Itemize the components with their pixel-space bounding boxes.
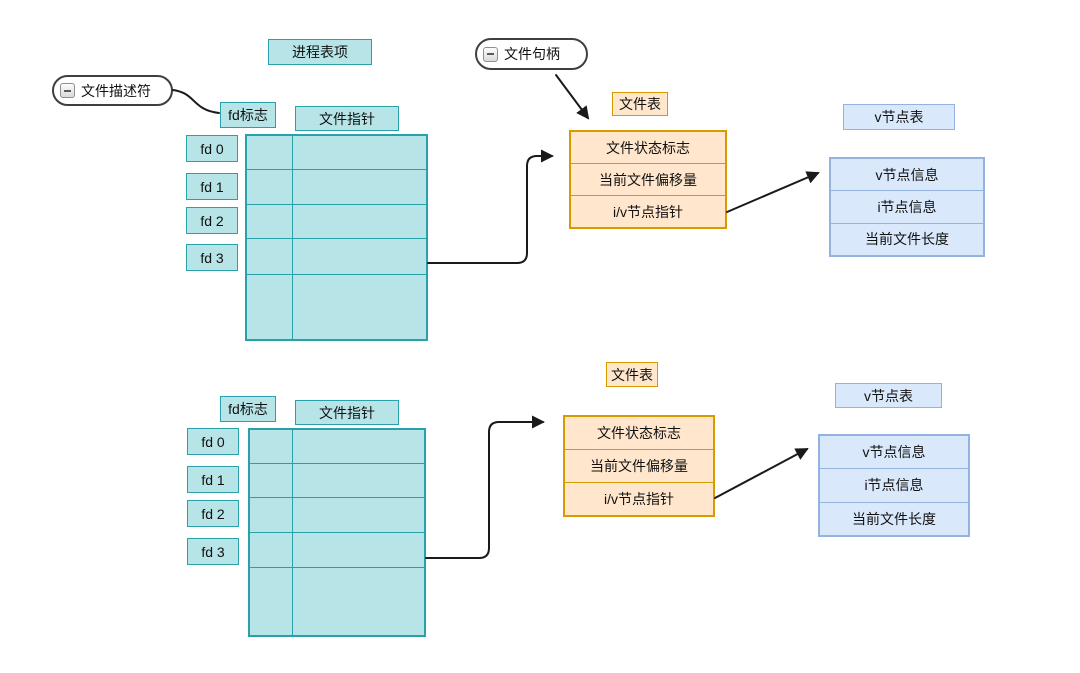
fd1-label: fd 1	[186, 173, 238, 200]
vnode-table-row: i节点信息	[819, 468, 969, 503]
filetable-to-vnode-arrow-top	[726, 171, 820, 213]
fd3-to-filetable-connector-bottom	[425, 415, 545, 559]
process-fd-table	[248, 428, 426, 637]
file-table-row: 当前文件偏移量	[570, 163, 726, 196]
vnode-table-label: v节点表	[835, 383, 942, 408]
file-table: 文件状态标志 当前文件偏移量 i/v节点指针	[563, 415, 715, 517]
fd-flag-header: fd标志	[220, 396, 276, 422]
vnode-table-label: v节点表	[843, 104, 955, 130]
fd-table-row	[249, 567, 425, 636]
handle-bubble-to-filetable-arrow	[555, 74, 590, 120]
fd-table-cell	[249, 463, 293, 498]
fd-table-cell	[292, 429, 425, 464]
fd-table-cell	[246, 204, 293, 239]
vnode-table-row: 当前文件长度	[819, 501, 969, 536]
fd2-label: fd 2	[186, 207, 238, 234]
fd-table-row	[246, 169, 427, 205]
fd-table-cell	[249, 532, 293, 568]
file-table-row: 文件状态标志	[570, 131, 726, 164]
fd0-label: fd 0	[186, 135, 238, 162]
file-table-label: 文件表	[606, 362, 658, 387]
fd-table-cell	[249, 497, 293, 533]
fd-table-cell	[292, 238, 427, 275]
filetable-to-vnode-arrow-bottom	[714, 448, 809, 499]
fd-table-row	[246, 135, 427, 170]
file-pointer-header: 文件指针	[295, 106, 399, 131]
fd3-to-filetable-connector-top	[427, 149, 554, 264]
vnode-table-row: v节点信息	[830, 158, 984, 192]
process-fd-table	[245, 134, 428, 341]
fd-table-cell	[246, 135, 293, 170]
vnode-table: v节点信息 i节点信息 当前文件长度	[818, 434, 970, 537]
file-handle-bubble-label: 文件句柄	[504, 46, 560, 62]
file-table-row: i/v节点指针	[564, 482, 714, 516]
file-table-row: i/v节点指针	[570, 195, 726, 228]
process-table-entry-label: 进程表项	[268, 39, 372, 65]
vnode-table: v节点信息 i节点信息 当前文件长度	[829, 157, 985, 257]
fd-table-cell	[292, 463, 425, 498]
vnode-table-row: 当前文件长度	[830, 222, 984, 256]
file-handle-bubble: 文件句柄	[475, 38, 588, 70]
fd-table-cell	[246, 169, 293, 205]
fd-table-cell	[249, 567, 293, 636]
fd-table-cell	[292, 274, 427, 340]
vnode-table-row: i节点信息	[830, 190, 984, 224]
fd-table-cell	[292, 204, 427, 239]
fd-table-cell	[292, 135, 427, 170]
file-table-row: 文件状态标志	[564, 416, 714, 450]
fd-flag-header: fd标志	[220, 102, 276, 128]
fd-table-cell	[246, 238, 293, 275]
collapse-minus-icon[interactable]	[60, 83, 75, 98]
fd-table-cell	[292, 497, 425, 533]
fd3-label: fd 3	[186, 244, 238, 271]
file-table-label: 文件表	[612, 92, 668, 116]
vnode-table-row: v节点信息	[819, 435, 969, 470]
descriptor-bubble-to-fdflag-curve	[172, 89, 220, 114]
fd-table-row	[246, 274, 427, 340]
fd-table-row	[246, 204, 427, 239]
fd-table-row	[249, 463, 425, 498]
file-table-row: 当前文件偏移量	[564, 449, 714, 483]
file-descriptor-bubble: 文件描述符	[52, 75, 173, 106]
fd-table-cell	[246, 274, 293, 340]
fd-table-cell	[249, 429, 293, 464]
fd-table-cell	[292, 169, 427, 205]
file-table: 文件状态标志 当前文件偏移量 i/v节点指针	[569, 130, 727, 229]
fd2-label: fd 2	[187, 500, 239, 527]
fd0-label: fd 0	[187, 428, 239, 455]
file-pointer-header: 文件指针	[295, 400, 399, 425]
collapse-minus-icon[interactable]	[483, 46, 498, 62]
fd-table-row	[246, 238, 427, 275]
fd-table-cell	[292, 567, 425, 636]
fd-table-cell	[292, 532, 425, 568]
fd3-label: fd 3	[187, 538, 239, 565]
fd-table-row	[249, 429, 425, 464]
fd1-label: fd 1	[187, 466, 239, 493]
fd-table-row	[249, 532, 425, 568]
fd-table-row	[249, 497, 425, 533]
file-descriptor-bubble-label: 文件描述符	[81, 82, 151, 99]
